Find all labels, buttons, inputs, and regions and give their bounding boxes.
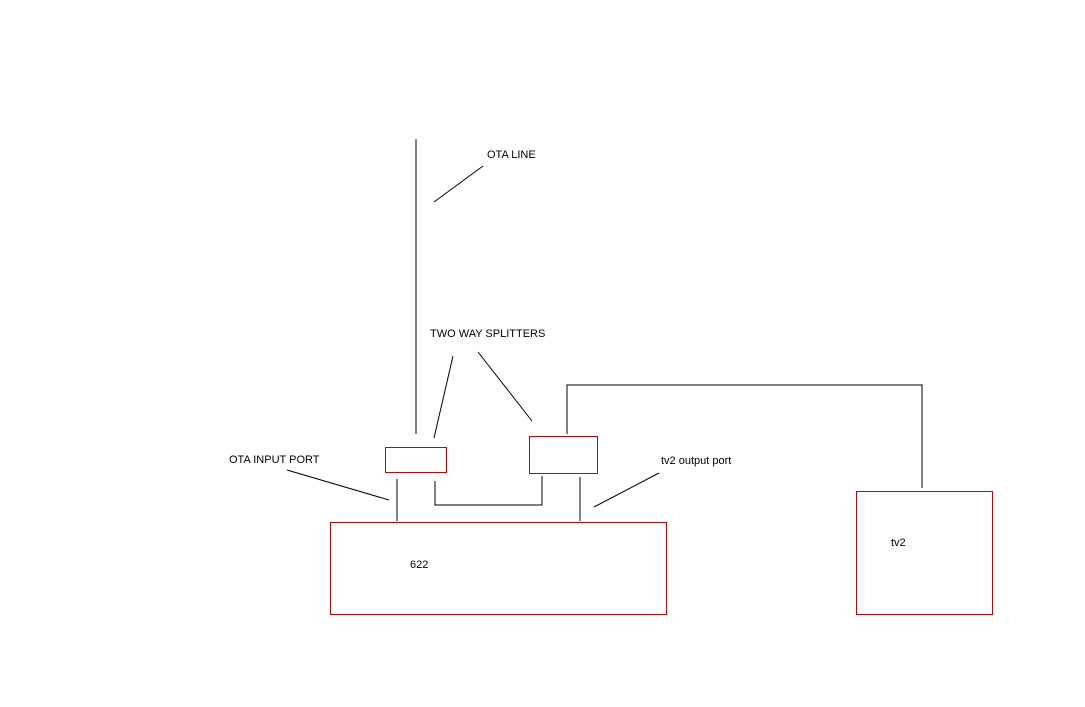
splitter-pointer-right (477, 351, 533, 422)
receiver-622-box (330, 522, 667, 615)
cable-splitter-link (434, 476, 543, 506)
splitter-pointer-left (433, 355, 454, 439)
splitter-left (385, 447, 447, 473)
splitter-right (529, 436, 598, 474)
cable-to-tv2 (566, 384, 923, 488)
two-way-splitters-label: TWO WAY SPLITTERS (430, 328, 545, 340)
tv2-label: tv2 (891, 537, 906, 549)
tv2-box (856, 491, 993, 615)
ota-line-pointer (433, 165, 484, 203)
tv2-output-port-label: tv2 output port (661, 455, 731, 467)
ota-line-label: OTA LINE (487, 149, 536, 161)
ota-input-port-label: OTA INPUT PORT (229, 454, 320, 466)
receiver-622-label: 622 (410, 559, 428, 571)
tv2-output-port-pointer (593, 472, 660, 508)
ota-input-port-pointer (286, 469, 390, 501)
